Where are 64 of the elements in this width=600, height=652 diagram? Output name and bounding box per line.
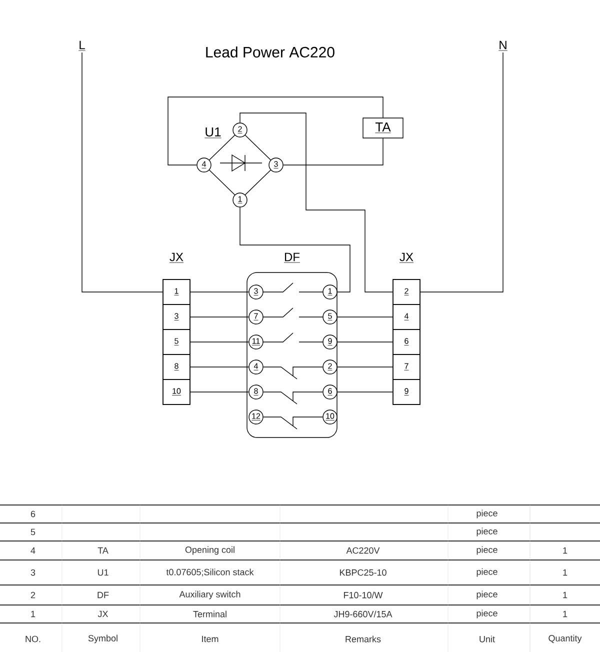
wire	[283, 138, 384, 166]
terminal-cell: 5	[162, 329, 190, 355]
node-label: DF	[284, 252, 300, 262]
table-cell-text: JX	[98, 610, 108, 618]
table-cell-text: 1	[563, 547, 568, 554]
table-cell-text: 1	[31, 610, 36, 618]
node-label: JX	[400, 252, 414, 262]
table-cell-text: AC220V	[346, 547, 380, 554]
column-header: Symbol	[88, 634, 118, 644]
table-cell-text: piece	[476, 528, 498, 536]
table-cell-text: piece	[476, 610, 498, 618]
coil-box: TA	[362, 118, 404, 138]
terminal-cell: 1	[162, 279, 190, 305]
terminal-cell: 9	[392, 379, 420, 405]
table-cell-text: Opening coil	[185, 546, 234, 555]
table-cell-text: 4	[30, 547, 36, 554]
table-cell-text: DF	[98, 592, 109, 598]
table-cell-text: KBPC25-10	[340, 569, 386, 576]
wire	[420, 52, 504, 292]
wire	[82, 52, 163, 292]
table-cell-text: 5	[30, 528, 36, 536]
switch-contact	[263, 366, 323, 380]
table-cell-text: t0.07605;Silicon stack	[166, 568, 254, 576]
title: Lead Power AC220	[206, 46, 334, 58]
node-label: JX	[170, 252, 184, 262]
table-cell-text: 1	[563, 592, 568, 598]
wire	[337, 316, 393, 318]
table-cell-text: 2	[30, 592, 36, 598]
table-cell-text: 6	[30, 510, 36, 518]
column-header: Quantity	[548, 634, 582, 644]
table-cell-text: piece	[476, 568, 498, 577]
wire	[190, 366, 249, 368]
table-cell-text: 1	[563, 569, 568, 576]
table-cell-text: 1	[563, 610, 568, 618]
wire	[337, 366, 393, 368]
table-cell-text: 3	[30, 569, 36, 576]
column-header: Unit	[480, 636, 495, 642]
table-cell-text: piece	[476, 510, 498, 518]
terminal-label: N	[498, 40, 508, 51]
terminal-cell: 2	[392, 279, 420, 305]
column-header: NO.	[26, 636, 40, 642]
wire	[168, 96, 384, 166]
terminal-label: L	[78, 40, 86, 51]
table-cell-text: JH9-660V/15A	[334, 610, 392, 618]
table-cell-text: F10-10/W	[344, 592, 383, 598]
terminal-cell: 3	[162, 304, 190, 330]
terminal-cell: 4	[392, 304, 420, 330]
wire	[240, 207, 350, 292]
switch-contact	[263, 392, 323, 404]
wire	[240, 112, 393, 292]
wire	[190, 316, 249, 318]
terminal-cell: 10	[162, 379, 190, 405]
terminal-cell: 8	[162, 354, 190, 380]
table-cell-text: U1	[98, 569, 108, 576]
terminal-cell: 7	[392, 354, 420, 380]
switch-contact	[263, 416, 323, 430]
column-header: Remarks	[346, 636, 381, 642]
table-cell-text: piece	[476, 590, 498, 600]
terminal-cell: 6	[392, 329, 420, 355]
column-header: Item	[202, 636, 218, 642]
table-cell-text: Terminal	[193, 610, 226, 618]
table-cell-text: Auxiliary switch	[179, 590, 240, 600]
table-cell-text: piece	[476, 546, 498, 555]
table-cell-text: TA	[98, 547, 108, 554]
